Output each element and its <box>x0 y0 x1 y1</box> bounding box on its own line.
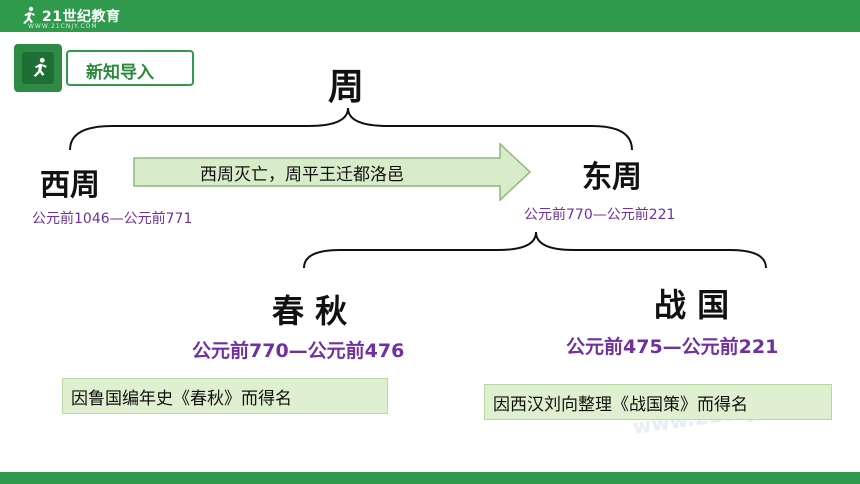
warring-states-note: 因西汉刘向整理《战国策》而得名 <box>484 384 832 420</box>
warring-states-title: 战 国 <box>654 286 730 324</box>
eastern-zhou-title: 东周 <box>582 160 642 195</box>
section-label: 新知导入 <box>86 63 154 83</box>
logo-subtitle: WWW.21CNJY.COM <box>28 23 98 30</box>
section-tag: 新知导入 <box>14 44 194 92</box>
transition-text: 西周灭亡，周平王迁都洛邑 <box>200 165 404 185</box>
root-title: 周 <box>328 67 365 108</box>
runner-logo-icon <box>23 6 35 24</box>
spring-autumn-note-text: 因鲁国编年史《春秋》而得名 <box>71 388 292 409</box>
bottom-banner <box>0 472 860 484</box>
top-banner <box>0 0 860 32</box>
transition-arrow <box>133 142 532 202</box>
western-zhou-date: 公元前1046—公元前771 <box>32 211 193 227</box>
warring-states-note-text: 因西汉刘向整理《战国策》而得名 <box>493 394 748 415</box>
spring-autumn-date: 公元前770—公元前476 <box>192 340 405 362</box>
spring-autumn-title: 春 秋 <box>272 292 348 330</box>
eastern-zhou-date: 公元前770—公元前221 <box>524 207 676 223</box>
logo-text: 21世纪教育 <box>42 9 121 25</box>
logo: 21世纪教育 <box>18 4 120 28</box>
western-zhou-title: 西周 <box>40 168 100 203</box>
spring-autumn-note: 因鲁国编年史《春秋》而得名 <box>62 378 388 414</box>
warring-states-date: 公元前475—公元前221 <box>566 336 779 358</box>
runner-icon <box>33 57 47 77</box>
